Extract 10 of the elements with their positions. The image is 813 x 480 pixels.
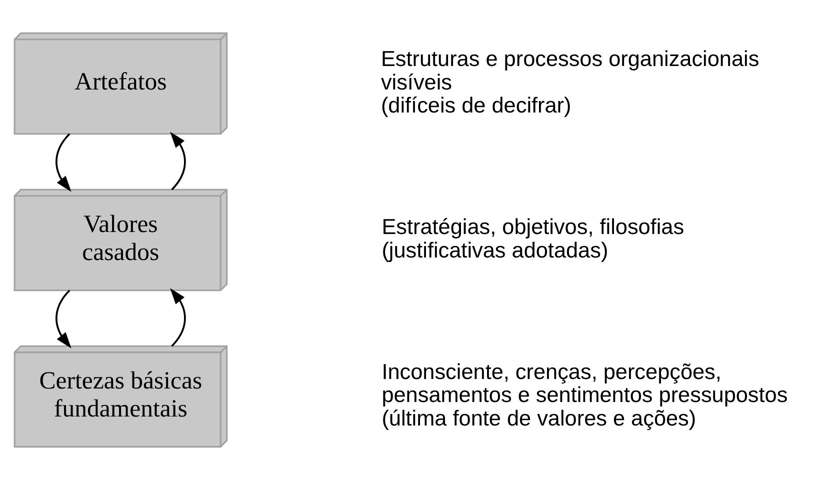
node-label: (última fonte de valores e ações) (382, 405, 696, 430)
node-label: (difíceis de decifrar) (380, 92, 572, 118)
node-label: Estruturas e processos organizacionais visíveis (380, 46, 760, 94)
arrow (56, 290, 72, 348)
arrow (170, 288, 186, 347)
arrow (56, 133, 72, 192)
node-label: (justificativas adotadas) (382, 237, 608, 262)
node-label: Inconsciente, crenças, percepções, pensamentos e sentimentos pressupostos (382, 358, 788, 408)
arrow (170, 132, 186, 190)
node-label: Estratégias, objetivos, filosofias (382, 214, 684, 240)
